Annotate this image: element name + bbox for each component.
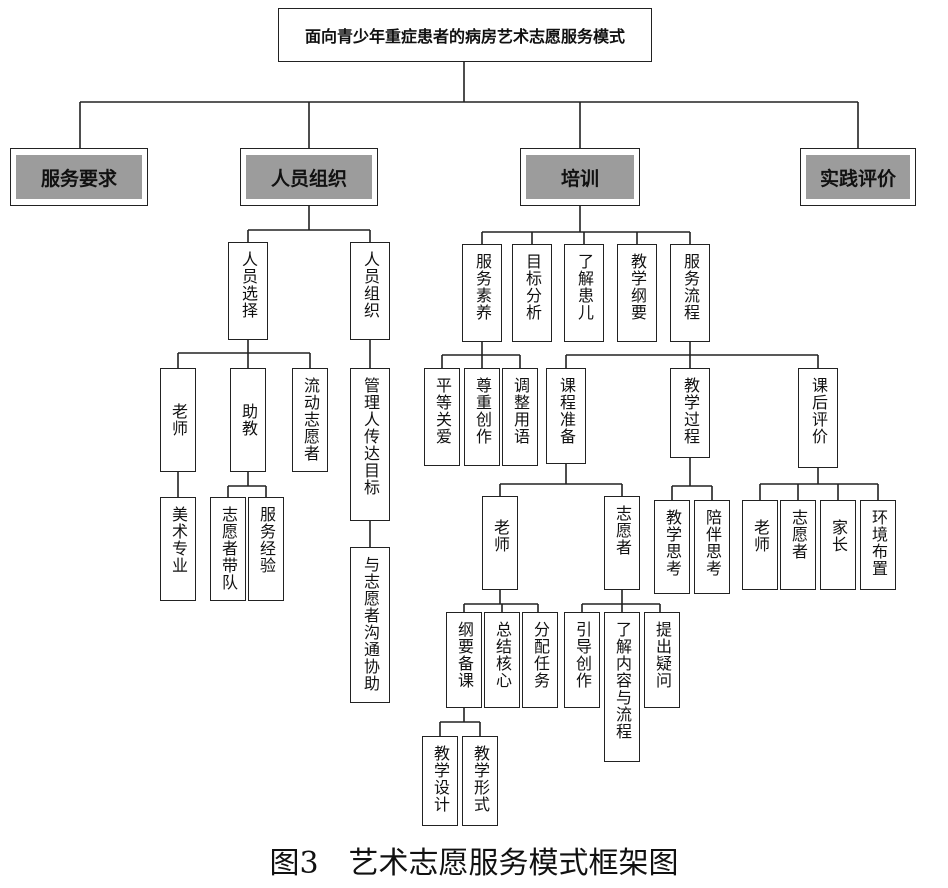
node-course-prep: 课程准备	[546, 368, 586, 464]
node-know-content: 了解内容与流程	[604, 612, 640, 762]
node-outline-prep-text: 纲要备课	[455, 621, 474, 689]
node-eval-teacher: 老师	[742, 500, 778, 590]
node-teaching-process-text: 教学过程	[681, 377, 700, 445]
node-understand-children: 了解患儿	[564, 244, 604, 342]
category-evaluation: 实践评价	[800, 148, 916, 206]
diagram-title: 面向青少年重症患者的病房艺术志愿服务模式	[278, 8, 652, 62]
node-summary-core: 总结核心	[484, 612, 520, 708]
node-equal-care: 平等关爱	[424, 368, 460, 466]
node-teacher-text: 老师	[169, 403, 188, 437]
node-teaching-design-text: 教学设计	[431, 745, 450, 813]
node-adjust-language: 调整用语	[502, 368, 538, 466]
node-eval-volunteer-text: 志愿者	[789, 509, 808, 560]
node-ask-questions: 提出疑问	[644, 612, 680, 708]
category-service-label: 服务要求	[16, 155, 142, 199]
category-training: 培训	[520, 148, 640, 206]
node-eval-volunteer: 志愿者	[780, 500, 816, 590]
node-accompany-thinking: 陪伴思考	[694, 500, 730, 594]
node-equal-care-text: 平等关爱	[433, 377, 452, 445]
node-assistant-text: 助教	[239, 403, 258, 437]
category-personnel-label: 人员组织	[246, 155, 372, 199]
node-adjust-language-text: 调整用语	[511, 377, 530, 445]
node-after-class-eval-text: 课后评价	[809, 377, 828, 445]
node-teaching-thinking-text: 教学思考	[663, 509, 682, 577]
node-prep-teacher: 老师	[482, 496, 518, 590]
category-service: 服务要求	[10, 148, 148, 206]
node-goal-analysis-text: 目标分析	[523, 253, 542, 321]
node-service-process-text: 服务流程	[681, 253, 700, 321]
node-accompany-thinking-text: 陪伴思考	[703, 509, 722, 577]
node-personnel-organization-text: 人员组织	[361, 251, 380, 319]
category-training-label: 培训	[526, 155, 634, 199]
node-know-content-text: 了解内容与流程	[613, 621, 632, 740]
node-after-class-eval: 课后评价	[798, 368, 838, 468]
node-teaching-outline-text: 教学纲要	[628, 253, 647, 321]
node-assign-tasks-text: 分配任务	[531, 621, 550, 689]
node-eval-teacher-text: 老师	[751, 519, 770, 553]
node-volunteer-lead: 志愿者带队	[210, 497, 246, 601]
diagram-title-text: 面向青少年重症患者的病房艺术志愿服务模式	[304, 27, 625, 46]
node-respect-creation: 尊重创作	[464, 368, 500, 466]
node-understand-children-text: 了解患儿	[575, 253, 594, 321]
node-guide-creation: 引导创作	[564, 612, 600, 708]
figure-caption: 图3 艺术志愿服务模式框架图	[269, 846, 679, 881]
node-teacher: 老师	[160, 368, 196, 472]
node-eval-parent: 家长	[820, 500, 856, 590]
node-prep-volunteer-text: 志愿者	[613, 505, 632, 556]
node-communicate-volunteers: 与志愿者沟通协助	[350, 547, 390, 703]
node-personnel-selection: 人员选择	[228, 242, 268, 340]
node-floating-volunteer-text: 流动志愿者	[301, 377, 320, 462]
node-manager-goals-text: 管理人传达目标	[361, 377, 380, 496]
node-eval-parent-text: 家长	[829, 519, 848, 553]
node-teaching-process: 教学过程	[670, 368, 710, 458]
node-service-experience: 服务经验	[248, 497, 284, 601]
category-evaluation-label: 实践评价	[806, 155, 910, 199]
node-teaching-form-text: 教学形式	[471, 745, 490, 813]
node-service-experience-text: 服务经验	[257, 506, 276, 574]
node-teacher-major-text: 美术专业	[169, 506, 188, 574]
node-teaching-outline: 教学纲要	[617, 244, 657, 342]
node-ask-questions-text: 提出疑问	[653, 621, 672, 689]
node-floating-volunteer: 流动志愿者	[292, 368, 328, 472]
node-outline-prep: 纲要备课	[446, 612, 482, 708]
node-teaching-design: 教学设计	[422, 736, 458, 826]
node-teaching-thinking: 教学思考	[654, 500, 690, 594]
node-prep-teacher-text: 老师	[491, 519, 510, 553]
node-personnel-organization: 人员组织	[350, 242, 390, 340]
node-manager-goals: 管理人传达目标	[350, 368, 390, 521]
node-service-quality-text: 服务素养	[473, 253, 492, 321]
node-assistant: 助教	[230, 368, 266, 472]
node-volunteer-lead-text: 志愿者带队	[219, 506, 238, 591]
node-teaching-form: 教学形式	[462, 736, 498, 826]
node-prep-volunteer: 志愿者	[604, 496, 640, 590]
node-course-prep-text: 课程准备	[557, 377, 576, 445]
node-teacher-major: 美术专业	[160, 497, 196, 601]
node-goal-analysis: 目标分析	[512, 244, 552, 342]
node-guide-creation-text: 引导创作	[573, 621, 592, 689]
node-personnel-selection-text: 人员选择	[239, 251, 258, 319]
node-summary-core-text: 总结核心	[493, 621, 512, 689]
node-assign-tasks: 分配任务	[522, 612, 558, 708]
node-service-process: 服务流程	[670, 244, 710, 342]
node-eval-environment: 环境布置	[860, 500, 896, 590]
node-eval-environment-text: 环境布置	[869, 509, 888, 577]
category-personnel: 人员组织	[240, 148, 378, 206]
node-communicate-volunteers-text: 与志愿者沟通协助	[361, 556, 380, 692]
node-respect-creation-text: 尊重创作	[473, 377, 492, 445]
node-service-quality: 服务素养	[462, 244, 502, 342]
